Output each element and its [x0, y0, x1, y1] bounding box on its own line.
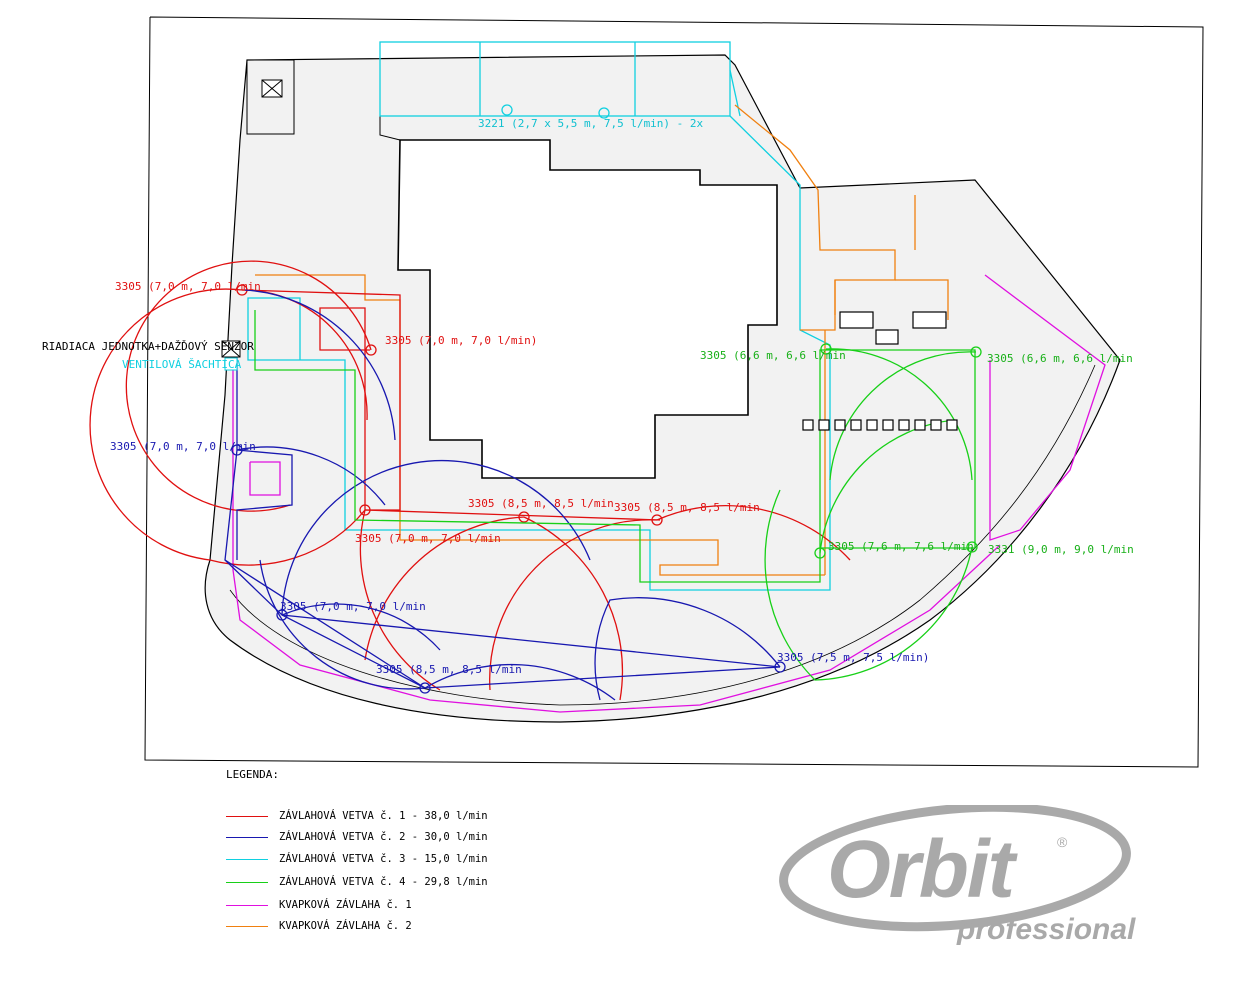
label-sprinkler-red-nw: 3305 (7,0 m, 7,0 l/min	[115, 280, 261, 293]
label-sprinkler-green-ne: 3305 (6,6 m, 6,6 l/min	[987, 352, 1133, 365]
label-sprinkler-red-low: 3305 (7,0 m, 7,0 l/min	[355, 532, 501, 545]
logo-registered: ®	[1057, 834, 1068, 850]
label-sprinkler-green-n: 3305 (6,6 m, 6,6 l/min	[700, 349, 846, 362]
drip-branch-2-lines	[255, 104, 949, 576]
logo-sub: professional	[956, 913, 1136, 945]
label-sprinkler-red-mid1: 3305 (8,5 m, 8,5 l/min	[468, 497, 614, 510]
legend-item-label: ZÁVLAHOVÁ VETVA č. 4 - 29,8 l/min	[279, 876, 488, 888]
legend-item: KVAPKOVÁ ZÁVLAHA č. 2	[226, 920, 686, 934]
label-sprinkler-blue-se: 3305 (7,5 m, 7,5 l/min)	[777, 651, 929, 664]
legend-swatch	[226, 816, 268, 817]
label-sprinkler-red-mid2: 3305 (8,5 m, 8,5 l/min	[614, 501, 760, 514]
labels: RIADIACA JEDNOTKA+DAŽĎOVÝ SENZOR VENTILO…	[42, 117, 1134, 676]
label-sprinkler-green-e: 3331 (9,0 m, 9,0 l/min	[988, 543, 1134, 556]
legend-item: ZÁVLAHOVÁ VETVA č. 3 - 15,0 l/min	[226, 853, 686, 867]
lawn-edge	[229, 364, 1096, 706]
drawing-frame	[144, 16, 1204, 768]
label-drip-3221: 3221 (2,7 x 5,5 m, 7,5 l/min) - 2x	[478, 117, 704, 130]
legend-item: ZÁVLAHOVÁ VETVA č. 1 - 38,0 l/min	[226, 810, 686, 824]
legend-swatch	[226, 859, 268, 860]
legend: LEGENDA: ZÁVLAHOVÁ VETVA č. 1 - 38,0 l/m…	[226, 768, 686, 948]
legend-swatch	[226, 905, 268, 906]
control-unit-box	[261, 79, 283, 98]
legend-item-label: ZÁVLAHOVÁ VETVA č. 1 - 38,0 l/min	[279, 810, 488, 822]
label-sprinkler-green-mid: 3305 (7,6 m, 7,6 l/min	[828, 540, 974, 553]
label-valve-box: VENTILOVÁ ŠACHTICA	[122, 358, 242, 371]
legend-item: ZÁVLAHOVÁ VETVA č. 2 - 30,0 l/min	[226, 831, 686, 845]
legend-title: LEGENDA:	[226, 768, 279, 781]
legend-item-label: KVAPKOVÁ ZÁVLAHA č. 1	[279, 899, 412, 911]
logo-brand: Orbit	[827, 824, 1019, 915]
drip-branch-1-lines	[232, 274, 1106, 713]
label-sprinkler-red-inner: 3305 (7,0 m, 7,0 l/min)	[385, 334, 537, 347]
legend-item-label: ZÁVLAHOVÁ VETVA č. 2 - 30,0 l/min	[279, 831, 488, 843]
valve-box	[221, 340, 241, 371]
legend-item-label: KVAPKOVÁ ZÁVLAHA č. 2	[279, 920, 412, 932]
orbit-logo: Orbit ® professional	[779, 805, 1136, 945]
legend-swatch	[226, 882, 268, 883]
branch-4-lines	[254, 310, 982, 681]
legend-item-label: ZÁVLAHOVÁ VETVA č. 3 - 15,0 l/min	[279, 853, 488, 865]
label-control-unit: RIADIACA JEDNOTKA+DAŽĎOVÝ SENZOR	[42, 340, 254, 353]
branch-2-lines	[224, 289, 786, 701]
branch-1-lines	[89, 260, 851, 701]
label-sprinkler-blue-sw: 3305 (7,0 m, 7,0 l/min	[280, 600, 426, 613]
legend-item: KVAPKOVÁ ZÁVLAHA č. 1	[226, 899, 686, 913]
legend-item: ZÁVLAHOVÁ VETVA č. 4 - 29,8 l/min	[226, 876, 686, 890]
logo-swoosh	[779, 805, 1131, 932]
legend-swatch	[226, 926, 268, 927]
legend-swatch	[226, 837, 268, 838]
house-building	[397, 139, 778, 479]
pergola-elements	[802, 311, 958, 431]
label-sprinkler-blue-w: 3305 (7,0 m, 7,0 l/min	[110, 440, 256, 453]
label-sprinkler-blue-s: 3305 (8,5 m, 8,5 l/min	[376, 663, 522, 676]
